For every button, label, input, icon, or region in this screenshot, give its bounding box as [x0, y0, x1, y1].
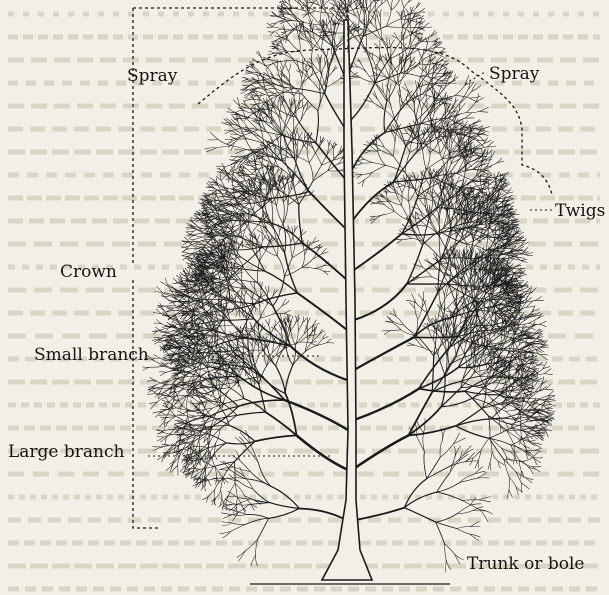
label-trunk: Trunk or bole	[467, 556, 584, 573]
label-spray-right: Spray	[489, 66, 539, 83]
label-twigs: Twigs	[555, 203, 605, 220]
label-spray-left: Spray	[127, 68, 177, 85]
label-small-branch: Small branch	[34, 347, 149, 364]
label-crown: Crown	[60, 264, 117, 281]
label-large-branch: Large branch	[8, 444, 124, 461]
